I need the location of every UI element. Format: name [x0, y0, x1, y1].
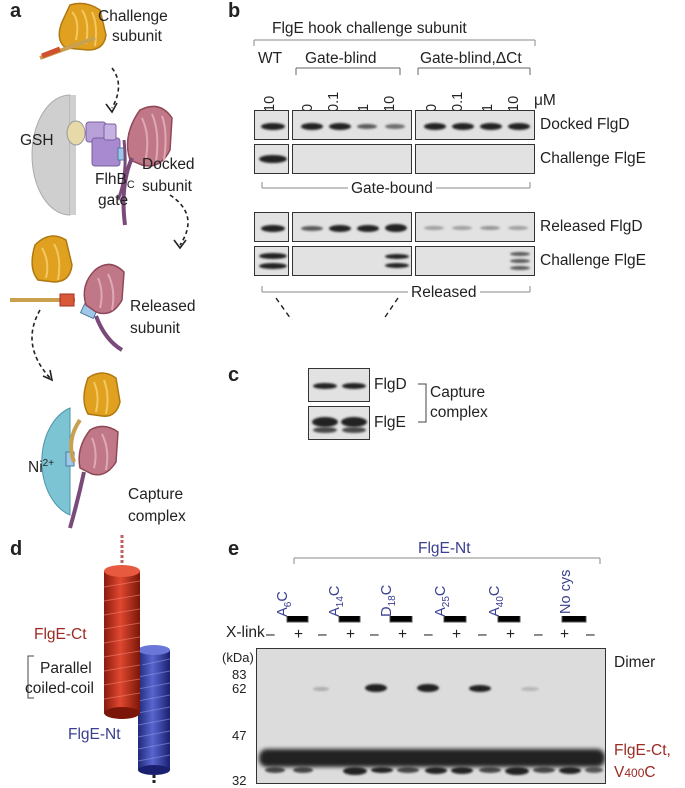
group-gate-blind: Gate-blind [305, 50, 377, 67]
gate-label: gate [98, 192, 129, 209]
blot-capture-flgd [308, 368, 370, 402]
panel-b-label: b [228, 0, 241, 22]
mutant-label: A6C [275, 591, 294, 617]
challenge-subunit-label-2: subunit [112, 28, 162, 45]
mutant-label: D18C [379, 584, 398, 617]
xlink-plus: + [506, 626, 516, 643]
flge-ct-label: FlgE-Ct [34, 626, 87, 643]
xlink-minus: – [478, 626, 487, 643]
panel-e-label: e [228, 538, 240, 560]
released-subunit-label-2: subunit [130, 320, 180, 337]
capture-complex-c-2: complex [430, 404, 488, 421]
ni-label: Ni2+ [28, 458, 55, 477]
gsh-label: GSH [20, 132, 54, 149]
blot-wt-challenge-2 [254, 246, 289, 276]
released-subunit-label-1: Released [130, 298, 196, 315]
docked-subunit-label-2: subunit [142, 178, 192, 195]
marker-32: 32 [232, 773, 247, 788]
flhb-label: FlhBC [95, 171, 135, 192]
panel-b-title: FlgE hook challenge subunit [272, 20, 467, 37]
row-docked-flgd: Docked FlgD [540, 116, 630, 133]
flge-nt-label: FlgE-Nt [68, 726, 121, 743]
xlink-label: X-link [226, 624, 265, 641]
marker-62: 62 [232, 681, 247, 696]
xlink-gel [256, 648, 606, 784]
panel-a-label: a [10, 0, 22, 22]
xlink-plus: + [346, 626, 356, 643]
panel-c-label: c [228, 364, 240, 386]
dimer-label: Dimer [614, 654, 656, 671]
blot-gbdct-challenge [415, 144, 535, 174]
mutant-label: A14C [327, 585, 346, 617]
blot-gb-challenge-2 [292, 246, 412, 276]
blot-gb-docked [292, 110, 412, 140]
blot-wt-challenge [254, 144, 289, 174]
parallel-label-1: Parallel [40, 660, 92, 677]
capture-complex-graphic [68, 372, 121, 529]
challenge-subunit-graphic [39, 2, 107, 60]
panel-e-title: FlgE-Nt [418, 540, 471, 557]
capture-bracket [418, 383, 427, 423]
blot-gbdct-docked [415, 110, 535, 140]
xlink-plus: + [452, 626, 462, 643]
monomer-label-1: FlgE-Ct, [614, 742, 671, 759]
xlink-minus: – [586, 626, 595, 643]
group-wt: WT [258, 50, 283, 67]
mutant-label: No cys [558, 569, 574, 614]
docked-subunit-label-1: Docked [142, 156, 195, 173]
parallel-bracket [27, 655, 34, 699]
blot-capture-flge [308, 406, 370, 440]
xlink-minus: – [266, 626, 275, 643]
row-released-flgd: Released FlgD [540, 218, 643, 235]
blot-gb-challenge [292, 144, 412, 174]
panel-a-schematic [10, 2, 189, 529]
capture-complex-label-2: complex [128, 508, 186, 525]
marker-47: 47 [232, 728, 247, 743]
released-subunit-graphic [10, 235, 125, 352]
marker-83: 83 [232, 667, 247, 682]
mutant-label: A40C [487, 585, 506, 617]
gate-bound-label: Gate-bound [348, 180, 436, 198]
capture-flge-label: FlgE [374, 414, 406, 431]
released-label: Released [408, 284, 480, 302]
coiled-coil-graphic [103, 535, 171, 785]
row-challenge-flge-1: Challenge FlgE [540, 150, 646, 167]
mutant-label: A25C [433, 585, 452, 617]
xlink-minus: – [370, 626, 379, 643]
kda-label: (kDa) [222, 650, 254, 665]
blot-gbdct-released [415, 212, 535, 242]
challenge-subunit-label-1: Challenge [98, 8, 168, 25]
capture-complex-c-1: Capture [430, 384, 486, 401]
xlink-plus: + [560, 626, 570, 643]
capture-complex-label-1: Capture [128, 486, 184, 503]
xlink-minus: – [534, 626, 543, 643]
xlink-plus: + [398, 626, 408, 643]
xlink-minus: – [318, 626, 327, 643]
parallel-label-2: coiled-coil [25, 680, 94, 697]
capture-flgd-label: FlgD [374, 376, 407, 393]
blot-wt-docked [254, 110, 289, 140]
panel-d-label: d [10, 538, 23, 560]
xlink-minus: – [424, 626, 433, 643]
blot-gb-released [292, 212, 412, 242]
monomer-label-2: V400C [614, 764, 656, 781]
xlink-plus: + [294, 626, 304, 643]
blot-gbdct-challenge-2 [415, 246, 535, 276]
group-gate-blind-dct: Gate-blind,ΔCt [420, 50, 522, 67]
blot-wt-released [254, 212, 289, 242]
docked-subunit-graphic [116, 105, 173, 226]
unit-label: μM [534, 92, 556, 109]
row-challenge-flge-2: Challenge FlgE [540, 252, 646, 269]
